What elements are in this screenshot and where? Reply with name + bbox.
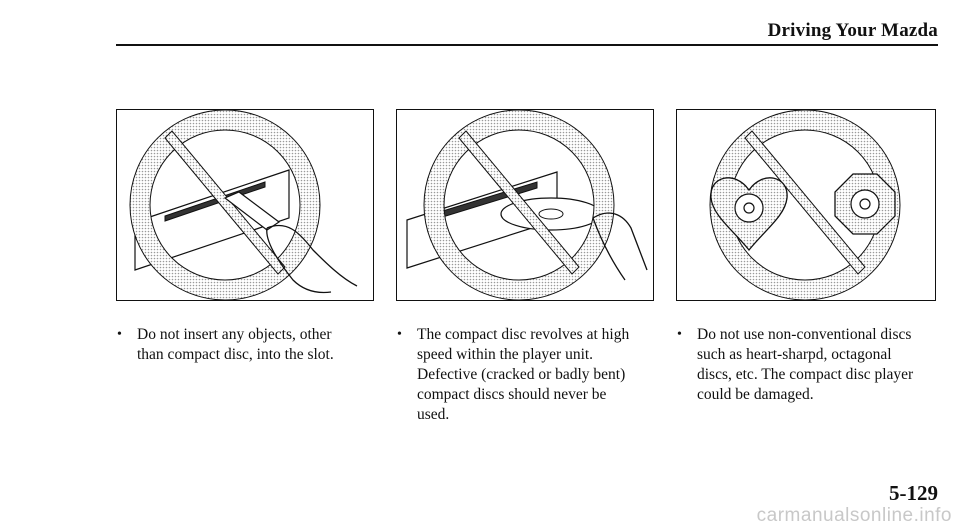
caption-bullet: • <box>397 327 402 342</box>
caption-text: Do not insert any objects, other than co… <box>137 326 334 363</box>
no-objects-prohibition-icon <box>129 110 358 300</box>
caption-text: Do not use non-conventional discs such a… <box>697 326 914 403</box>
no-irregular-disc-prohibition-icon <box>709 110 901 300</box>
caption-bullet: • <box>677 327 682 342</box>
figure-no-objects <box>116 109 374 301</box>
header-rule <box>116 44 938 46</box>
watermark: carmanualsonline.info <box>756 505 952 526</box>
header-title: Driving Your Mazda <box>767 20 938 41</box>
figure-no-damaged-disc <box>396 109 654 301</box>
caption-bullet: • <box>117 327 122 342</box>
figure-no-irregular-disc <box>676 109 936 301</box>
page-number: 5-129 <box>889 481 938 505</box>
caption-text: The compact disc revolves at high speed … <box>417 326 630 423</box>
no-damaged-disc-prohibition-icon <box>406 110 648 300</box>
